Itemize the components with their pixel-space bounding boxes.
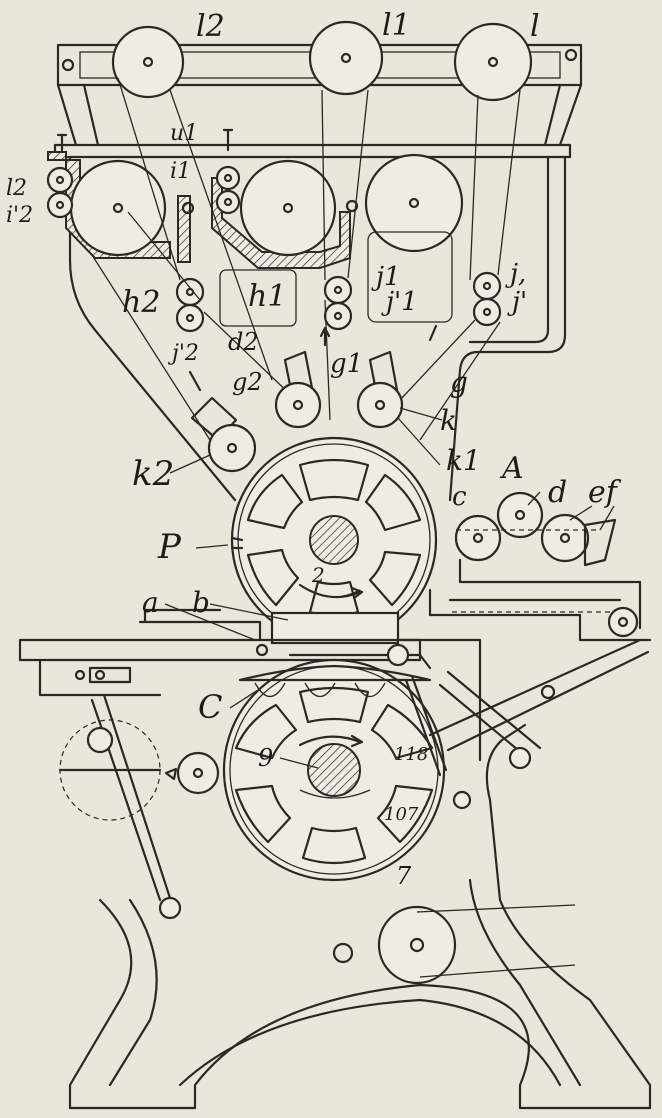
feed-rollers bbox=[428, 491, 652, 642]
label-b: b bbox=[192, 586, 210, 619]
label-a: a bbox=[142, 586, 159, 619]
label-j-prime: j' bbox=[507, 287, 527, 317]
label-107: 107 bbox=[384, 804, 419, 825]
upper-cylinder bbox=[230, 436, 438, 644]
label-2: 2 bbox=[311, 563, 325, 587]
label-h2: h2 bbox=[122, 285, 160, 320]
ink-fountains bbox=[47, 128, 464, 269]
right-levers bbox=[404, 638, 650, 810]
label-7: 7 bbox=[396, 862, 412, 890]
label-l2-left: l2 bbox=[6, 176, 27, 201]
label-k2: k2 bbox=[132, 454, 174, 494]
small-rollers bbox=[46, 165, 502, 333]
label-118: 118 bbox=[394, 744, 428, 765]
label-d2: d2 bbox=[228, 328, 259, 356]
label-j1: j1 bbox=[371, 262, 401, 292]
label-j: j, bbox=[505, 259, 526, 289]
label-j2-prime: j'2 bbox=[167, 341, 199, 366]
label-l2-top: l2 bbox=[196, 9, 225, 44]
label-c-small: c bbox=[452, 482, 467, 512]
tape-lines bbox=[91, 77, 521, 441]
label-g2: g2 bbox=[232, 368, 263, 396]
label-h1: h1 bbox=[248, 279, 286, 314]
label-g1: g1 bbox=[330, 349, 363, 379]
label-j1-prime: j'1 bbox=[381, 287, 418, 317]
label-g: g bbox=[450, 366, 468, 399]
label-ef: ef bbox=[588, 475, 622, 510]
label-d: d bbox=[548, 475, 567, 510]
label-P: P bbox=[157, 527, 182, 567]
label-A: A bbox=[499, 451, 524, 486]
labels: l2 l1 l u1 i1 l2 i'2 h2 h1 j1 j'1 j, j' … bbox=[6, 8, 622, 890]
bed bbox=[18, 608, 482, 762]
top-rollers bbox=[111, 20, 533, 102]
form-rollers bbox=[190, 350, 404, 473]
label-k1: k1 bbox=[446, 444, 481, 477]
label-u1: u1 bbox=[170, 121, 198, 146]
label-i2: i'2 bbox=[6, 203, 33, 228]
leader-lines bbox=[164, 407, 615, 769]
label-k: k bbox=[440, 404, 457, 437]
label-l-top: l bbox=[530, 9, 540, 44]
motion-arrows bbox=[188, 324, 438, 748]
label-l1-top: l1 bbox=[382, 8, 411, 43]
left-mechanism bbox=[58, 666, 220, 920]
label-i1: i1 bbox=[170, 159, 191, 184]
label-C: C bbox=[198, 688, 222, 726]
label-9: 9 bbox=[258, 744, 273, 772]
stand bbox=[68, 723, 652, 1110]
